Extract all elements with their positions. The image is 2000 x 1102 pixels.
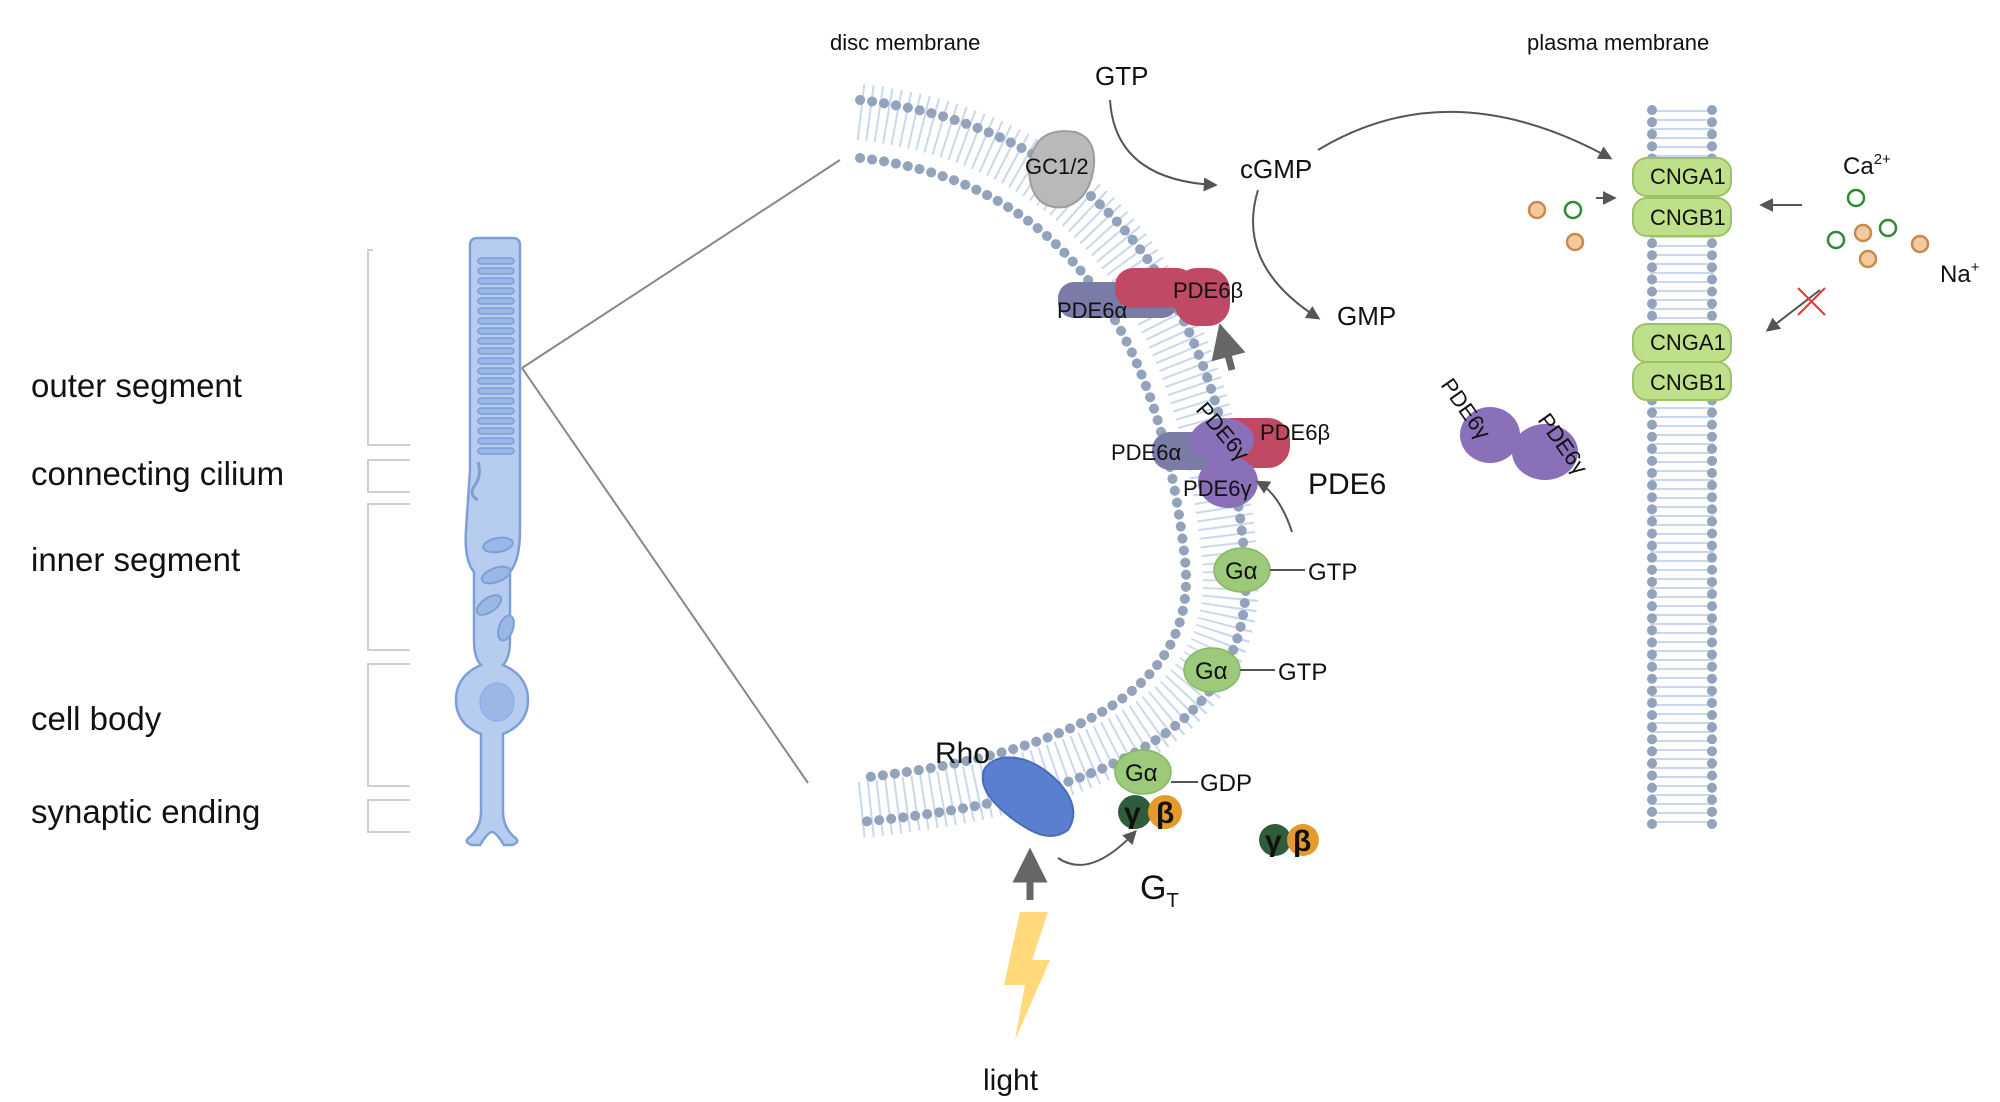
- label-pde6a-mid: PDE6α: [1111, 440, 1181, 465]
- label-cngb1-top: CNGB1: [1650, 205, 1726, 230]
- thick-arrows: [1012, 323, 1246, 900]
- pde6-top: [1058, 268, 1230, 326]
- label-gamma-2: γ: [1265, 825, 1282, 858]
- label-light: light: [983, 1064, 1039, 1097]
- label-gc: GC1/2: [1025, 154, 1089, 179]
- label-pde6: PDE6: [1308, 468, 1386, 501]
- label-sodium: Na+: [1940, 259, 1980, 288]
- label-gamma-1: γ: [1124, 797, 1141, 830]
- zoom-lines: [521, 159, 841, 784]
- free-pde6g: [1460, 407, 1578, 480]
- label-gmp: GMP: [1337, 301, 1396, 331]
- label-cngb1-bottom: CNGB1: [1650, 370, 1726, 395]
- segment-brackets: [367, 249, 410, 833]
- block-mark: [1797, 287, 1826, 316]
- label-gdp: GDP: [1200, 770, 1252, 797]
- label-beta-1: β: [1156, 797, 1174, 830]
- label-galpha-1: Gα: [1225, 558, 1258, 585]
- light-bolt: [1004, 912, 1050, 1040]
- label-beta-2: β: [1293, 825, 1311, 858]
- label-gtp-1: GTP: [1308, 559, 1357, 586]
- cng-channels: [1632, 157, 1732, 401]
- label-rho: Rho: [935, 737, 990, 770]
- label-galpha-2: Gα: [1195, 658, 1228, 685]
- label-cnga1-top: CNGA1: [1650, 164, 1726, 189]
- label-pde6g-mid: PDE6γ: [1183, 476, 1251, 501]
- label-calcium-sup: 2+: [1874, 151, 1891, 168]
- label-pde6a-top: PDE6α: [1057, 298, 1127, 323]
- label-inner-segment: inner segment: [31, 541, 240, 578]
- label-calcium-main: Ca: [1843, 153, 1874, 180]
- gbetagamma: [1118, 795, 1319, 856]
- label-gt-sub: T: [1166, 890, 1178, 912]
- label-sodium-main: Na: [1940, 261, 1971, 288]
- label-connecting-cilium: connecting cilium: [31, 455, 284, 492]
- label-outer-segment: outer segment: [31, 367, 242, 404]
- label-cell-body: cell body: [31, 700, 162, 737]
- g-connectors: [1171, 569, 1305, 783]
- ions: [1527, 188, 1930, 269]
- label-galpha-3: Gα: [1125, 760, 1158, 787]
- rhodopsin: [981, 756, 1075, 837]
- label-gt-main: G: [1140, 869, 1166, 907]
- pde6-active: [1152, 418, 1290, 508]
- label-calcium: Ca2+: [1843, 151, 1891, 180]
- galpha-proteins: [1114, 547, 1271, 795]
- label-pde6b-mid: PDE6β: [1260, 420, 1330, 445]
- label-sodium-sup: +: [1971, 259, 1980, 276]
- rod-cell: [454, 236, 530, 847]
- header-disc-membrane: disc membrane: [830, 30, 980, 55]
- label-gt: GT: [1140, 869, 1179, 912]
- label-cgmp: cGMP: [1240, 154, 1312, 184]
- gc-protein: [1028, 130, 1096, 209]
- label-gtp-top: GTP: [1095, 61, 1148, 91]
- label-gtp-2: GTP: [1278, 659, 1327, 686]
- label-cnga1-bottom: CNGA1: [1650, 330, 1726, 355]
- label-synaptic-ending: synaptic ending: [31, 793, 260, 830]
- label-pde6b-top: PDE6β: [1173, 278, 1243, 303]
- arrows: [1057, 99, 1821, 866]
- header-plasma-membrane: plasma membrane: [1527, 30, 1709, 55]
